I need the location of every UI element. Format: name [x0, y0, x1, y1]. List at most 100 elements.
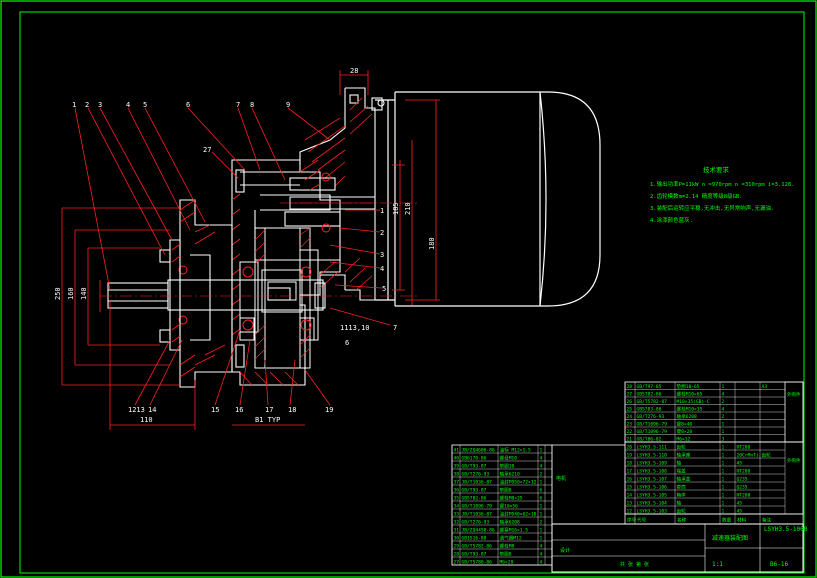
bom-lower-cell: 轴	[677, 460, 682, 467]
bom-left-cell: 1	[540, 528, 543, 534]
title-block-designer: 设计	[560, 547, 570, 554]
bom-lower-cell: LSYH3.5-104	[637, 501, 668, 507]
balloon-top-7: 7	[236, 101, 240, 109]
bom-left-cell: GB/T1096-79	[462, 504, 493, 510]
bom-lower-cell: LSYH3.5-106	[637, 485, 668, 491]
bom-upper-cell: GB/T5782-87	[637, 399, 668, 405]
title-block-sheet: B6-16	[770, 561, 788, 568]
bom-left-cell: GB/T276-93	[462, 520, 490, 526]
bom-lower-cell: 12	[627, 509, 633, 515]
dim-vert-right-1: 210	[404, 202, 412, 215]
balloon-bottom-0: 1213	[128, 406, 145, 414]
bom-lower-cell: 1	[722, 469, 725, 475]
bom-left-cell: 35	[454, 496, 460, 502]
balloon-right-5: 5	[382, 285, 386, 293]
bom-left-cell: 28	[454, 552, 460, 558]
bom-lower-cell: 1	[722, 477, 725, 483]
bom-left-cell: 27	[454, 560, 460, 566]
bom-lower-cell: HT200	[737, 469, 751, 475]
bom-left-cell: 29	[454, 544, 460, 550]
balloon-right-3: 3	[380, 251, 384, 259]
inner-frame	[19, 11, 805, 574]
bom-left-cell: GB/T5782-86	[462, 544, 493, 550]
balloon-top-8: 8	[250, 101, 254, 109]
bom-left-cell: 4	[540, 552, 543, 558]
bom-upper-cell: 键8×28	[677, 428, 693, 435]
balloon-right-1: 1	[380, 207, 384, 215]
title-block-unit: 共 张 第 张	[620, 561, 649, 568]
balloon-top-4: 4	[126, 101, 130, 109]
bom-upper-cell: 螺栓M10×35	[677, 406, 703, 413]
bom-upper-cell: 4	[722, 407, 725, 413]
bom-upper-cell: 键8×40	[677, 421, 693, 428]
bom-lower-cell: 1	[722, 461, 725, 467]
bom-left-cell: GB/T93-87	[462, 464, 487, 470]
bom-left-cell: M6×20	[500, 560, 514, 566]
dimension-lines	[61, 70, 440, 430]
balloon-top-5: 5	[143, 101, 147, 109]
bom-upper-cell: 26	[627, 399, 633, 405]
bom-left-cell: 39	[454, 464, 460, 470]
bom-left-cell: 38	[454, 472, 460, 478]
bom-lower-cell: 14	[627, 493, 633, 499]
bom-left-cell: 轴承6208	[500, 519, 520, 526]
bom-left-cell: 油封PD50×72×12	[500, 479, 537, 486]
bom-upper-cell: A3	[762, 384, 768, 390]
dim-vert-right-0: 185	[392, 202, 400, 215]
dim-vert-left-1: 160	[67, 287, 75, 300]
dim-top-width: 28	[350, 67, 358, 75]
bom-left-cell: GB6170-86	[462, 456, 487, 462]
bottom-balloons: 1213 14 15 16 17 18 19	[128, 406, 333, 414]
bom-left-cell: GB/T93-87	[462, 488, 487, 494]
bom-lower-cell: 20CrMnTi	[737, 453, 759, 459]
bom-left-cell: 37	[454, 480, 460, 486]
balloon-top-6: 6	[186, 101, 190, 109]
bom-upper-cell: 4	[722, 392, 725, 398]
bom-lower-cell: 1	[722, 453, 725, 459]
balloon-right-4: 4	[380, 265, 384, 273]
bom-upper-cell: 27	[627, 392, 633, 398]
bom-lower-cell: 箱体	[677, 492, 687, 499]
title-block-scale: 1:1	[712, 561, 723, 568]
bom-upper-cell: 21	[627, 437, 633, 443]
bom-lower-cell: LSYH3.5-105	[637, 493, 668, 499]
bom-header-frame	[624, 513, 804, 525]
bom-lower-cell: 17	[627, 469, 633, 475]
bom-lower-cell: 端盖	[677, 468, 687, 475]
dim-overall-height: 180	[428, 237, 436, 250]
bom-lower-cell: Q235	[737, 485, 748, 491]
balloon-bottom-2: 15	[211, 406, 219, 414]
bom-lower-cell: 1	[722, 445, 725, 451]
bom-lower-cell: 1	[722, 501, 725, 507]
bom-left-cell: 4	[540, 456, 543, 462]
bom-upper-cell: 1	[722, 384, 725, 390]
bom-upper-cell: 25	[627, 407, 633, 413]
motor-label: 电机	[556, 475, 566, 482]
bom-upper-cell: GB/T97-85	[637, 384, 662, 390]
balloon-bottom-6: 19	[325, 406, 333, 414]
bom-lower-cell: 1	[722, 509, 725, 515]
balloon-right-group: 1113,10	[340, 324, 370, 332]
bom-upper-cell: 1	[722, 429, 725, 435]
bom-left-cell: JB/ZQ4606-86	[462, 448, 495, 454]
bom-lower-cell: 齿轮	[762, 452, 772, 459]
bom-lower-cell: 18	[627, 461, 633, 467]
bom-left-cell: 4	[540, 544, 543, 550]
balloon-top-3: 3	[98, 101, 102, 109]
bom-lower-cell: 15	[627, 485, 633, 491]
bom-lower-cell: 20	[627, 445, 633, 451]
bom-left-cell: 油标 M12×1.5	[500, 447, 532, 454]
bom-lower-cell: 套筒	[677, 484, 687, 491]
bom-left-cell: 6	[540, 496, 543, 502]
motor-shaft	[289, 196, 376, 210]
balloon-top-9: 9	[286, 101, 290, 109]
bom-left-cell: 螺栓M8	[500, 543, 515, 550]
balloon-top-2: 2	[85, 101, 89, 109]
bom-lower-cell: 轴承盖	[677, 476, 691, 483]
bom-left-cell: 1	[540, 512, 543, 518]
bom-lower-cell: 19	[627, 453, 633, 459]
bom-lower-cell: HT200	[737, 493, 751, 499]
bom-lower-cell: LSYH3.5-110	[637, 453, 668, 459]
bom-left-cell: 键10×56	[500, 503, 519, 510]
